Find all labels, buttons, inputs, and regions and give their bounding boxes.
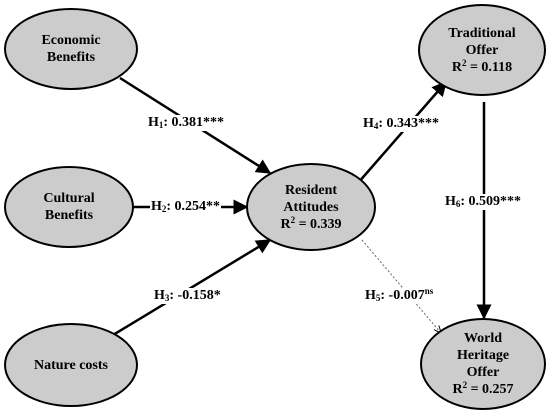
path-letter: H: [365, 288, 376, 303]
r2-letter: R: [280, 216, 291, 232]
node-world-heritage-offer: World Heritage Offer R2 = 0.257: [420, 318, 546, 410]
path-label-h1: H1: 0.381***: [147, 115, 226, 131]
r2-letter: R: [452, 382, 463, 397]
path-coefficient: : 0.509***: [460, 194, 522, 209]
path-index: 2: [161, 204, 167, 214]
node-traditional-offer: Traditional Offer R2 = 0.118: [418, 4, 546, 96]
path-coefficient: : -0.007: [380, 288, 425, 303]
path-coefficient: : 0.254**: [166, 199, 221, 214]
node-label-line: Resident: [284, 182, 338, 198]
path-letter: H: [363, 116, 374, 131]
node-label-line: Offer: [466, 365, 500, 380]
path-h4-arrow: [357, 80, 447, 184]
path-coefficient: : 0.343***: [378, 116, 440, 131]
path-label-h5: H5: -0.007ns: [364, 286, 435, 304]
path-letter: H: [445, 194, 456, 209]
node-label-line: Nature costs: [33, 357, 108, 373]
node-label-line: Cultural: [43, 191, 95, 206]
node-label-line: Benefits: [46, 50, 96, 65]
node-label-line: Economic: [41, 33, 101, 48]
path-index: 6: [455, 199, 461, 209]
path-h5-arrow: [361, 239, 441, 333]
node-nature-costs: Nature costs: [4, 323, 138, 407]
r2-letter: R: [451, 59, 462, 75]
node-cultural-benefits: Cultural Benefits: [4, 166, 134, 248]
node-r-squared: R2 = 0.257: [452, 381, 513, 398]
path-label-h6: H6: 0.509***: [444, 194, 523, 210]
node-label-line: Offer: [465, 42, 499, 58]
r2-exponent: 2: [462, 380, 468, 390]
node-economic-benefits: Economic Benefits: [4, 8, 138, 90]
node-label-line: Benefits: [44, 208, 94, 223]
path-letter: H: [148, 115, 159, 130]
r2-value: = 0.257: [467, 382, 514, 397]
node-r-squared: R2 = 0.118: [451, 57, 513, 76]
r2-exponent: 2: [290, 214, 296, 225]
node-label-line: Attitudes: [283, 199, 339, 215]
path-coefficient: : 0.381***: [163, 115, 225, 130]
path-label-h3: H3: -0.158*: [153, 288, 222, 304]
node-r-squared: R2 = 0.339: [280, 214, 342, 233]
path-label-h2: H2: 0.254**: [150, 199, 222, 215]
r2-exponent: 2: [461, 57, 467, 68]
path-index: 5: [375, 293, 381, 303]
path-h3-arrow: [112, 238, 272, 337]
path-index: 3: [164, 293, 170, 303]
path-label-h4: H4: 0.343***: [362, 116, 441, 132]
node-label-line: World: [463, 331, 503, 346]
path-index: 1: [158, 120, 164, 130]
node-resident-attitudes: Resident Attitudes R2 = 0.339: [246, 163, 376, 251]
path-letter: H: [151, 199, 162, 214]
path-index: 4: [373, 121, 379, 131]
path-significance: ns: [424, 286, 434, 296]
r2-value: = 0.339: [295, 216, 342, 232]
node-label-line: Heritage: [456, 348, 510, 363]
node-label-line: Traditional: [448, 25, 516, 41]
r2-value: = 0.118: [466, 59, 513, 75]
path-coefficient: : -0.158*: [169, 288, 221, 303]
path-letter: H: [154, 288, 165, 303]
